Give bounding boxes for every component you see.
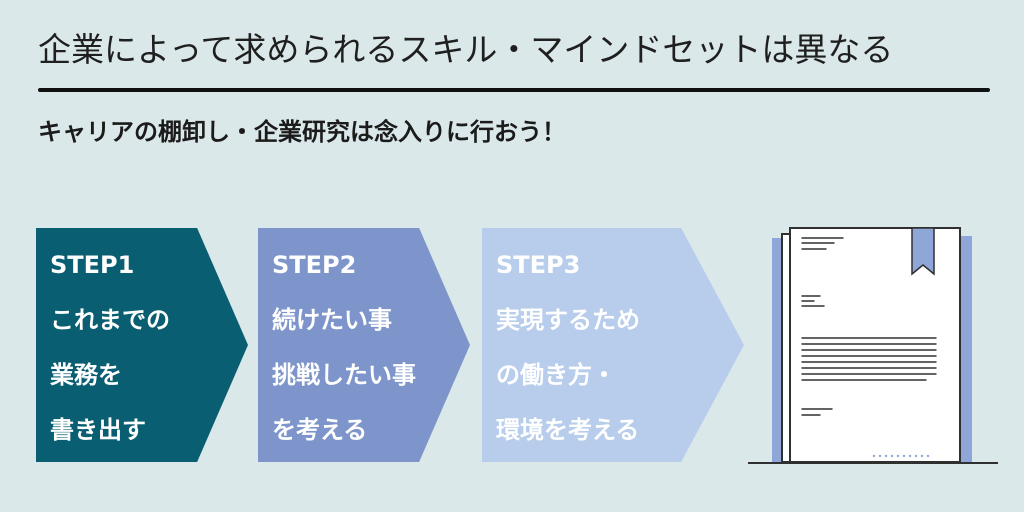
step-1-content: STEP1 これまでの 業務を 書き出す [50,238,248,458]
step-3-line-3: 環境を考える [496,416,640,444]
step-2-line-1: 続けたい事 [272,306,392,334]
step-1-line-1: これまでの [50,306,170,334]
document-icon [748,220,998,465]
step-2-line-3: を考える [272,416,368,444]
step-1-line-2: 業務を [50,361,122,389]
page-title: 企業によって求められるスキル・マインドセットは異なる [38,30,894,69]
step-2-content: STEP2 続けたい事 挑戦したい事 を考える [272,238,470,458]
step-1-label: STEP1 [50,251,135,279]
step-3-card: STEP3 実現するため の働き方・ 環境を考える [482,228,744,462]
step-1-card: STEP1 これまでの 業務を 書き出す [36,228,248,462]
step-3-line-1: 実現するため [496,306,640,334]
step-2-label: STEP2 [272,251,357,279]
title-divider [38,88,990,92]
page-subtitle: キャリアの棚卸し・企業研究は念入りに行おう！ [38,118,566,146]
step-3-line-2: の働き方・ [496,361,616,389]
step-2-card: STEP2 続けたい事 挑戦したい事 を考える [258,228,470,462]
step-3-label: STEP3 [496,251,581,279]
step-3-content: STEP3 実現するため の働き方・ 環境を考える [496,238,696,458]
step-1-line-3: 書き出す [50,416,146,444]
step-2-line-2: 挑戦したい事 [272,361,416,389]
